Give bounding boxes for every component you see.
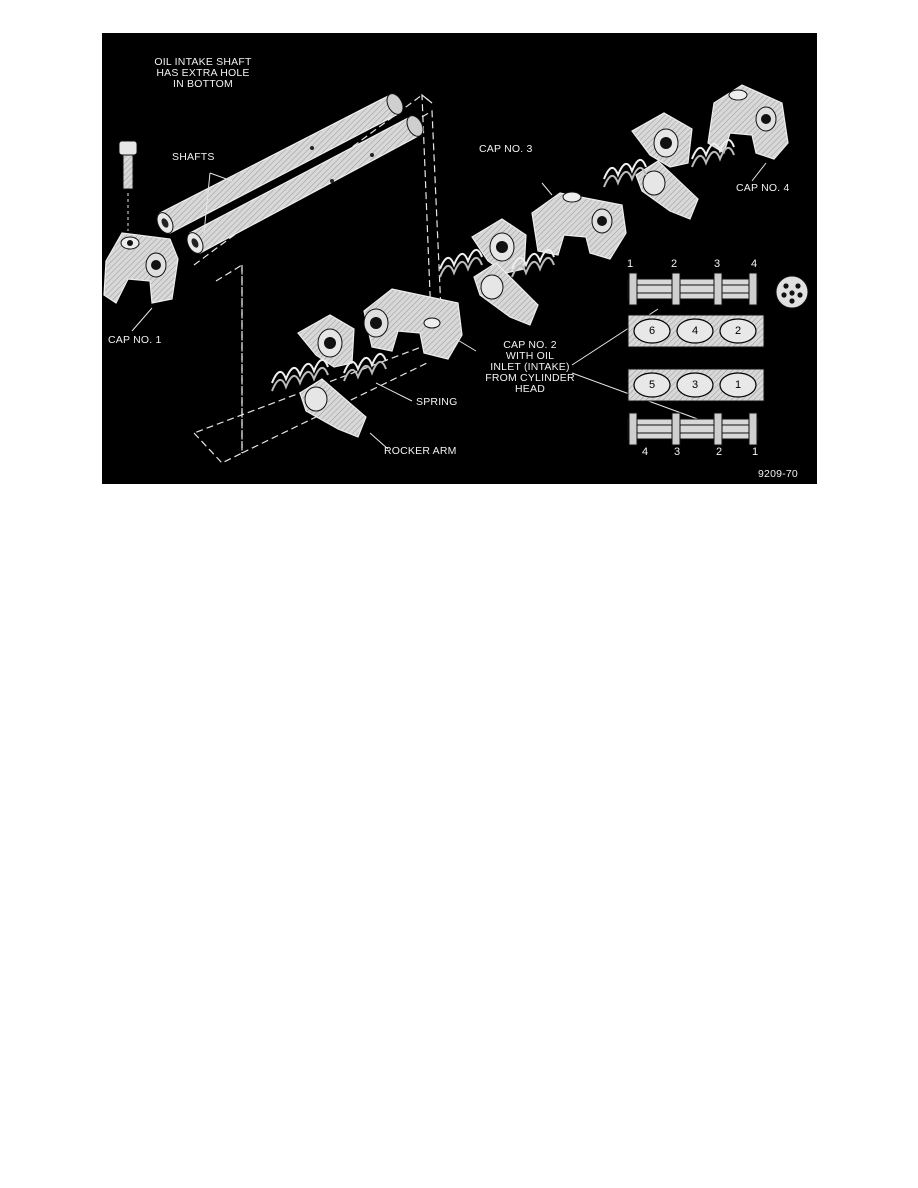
bottom-bank-plan (627, 368, 765, 446)
cylinder-3 (676, 372, 714, 398)
diagram-artwork: 6 4 2 5 3 1 (103, 84, 809, 464)
cylinder-1 (719, 372, 757, 398)
spring-label: SPRING (416, 396, 458, 408)
top-cap-number-3: 3 (714, 258, 721, 270)
cylinder-label-2: 2 (735, 325, 741, 337)
cap-bolt (118, 140, 138, 231)
cylinder-label-5: 5 (649, 379, 655, 391)
cap-no-2-label: CAP NO. 2 WITH OIL INLET (INTAKE) FROM C… (485, 339, 575, 395)
cap-no-2 (363, 288, 463, 360)
top-bank-plan (627, 272, 765, 348)
top-cap-number-4: 4 (751, 258, 758, 270)
bottom-cap-number-3: 3 (674, 446, 681, 458)
cap-no-1-label: CAP NO. 1 (108, 334, 162, 346)
cylinder-6 (633, 318, 671, 344)
cap-no-4 (707, 84, 789, 160)
bottom-cap-number-4: 4 (642, 446, 649, 458)
cylinder-label-6: 6 (649, 325, 655, 337)
cylinder-label-1: 1 (735, 379, 741, 391)
cap-no-3-label: CAP NO. 3 (479, 143, 533, 155)
bottom-cap-number-2: 2 (716, 446, 723, 458)
figure-id: 9209-70 (758, 468, 798, 480)
rocker-arm-label: ROCKER ARM (384, 445, 457, 457)
cylinder-label-4: 4 (692, 325, 698, 337)
cap-no-4-label: CAP NO. 4 (736, 182, 790, 194)
springs (271, 139, 735, 392)
shaft-end-view (775, 275, 809, 309)
rocker-shaft-diagram: 6 4 2 5 3 1 OIL INTAKE SHAFT HAS EXTRA H… (102, 33, 817, 484)
bottom-cap-number-1: 1 (752, 446, 759, 458)
cap-no-1 (103, 232, 179, 304)
rocker-shafts (156, 93, 424, 254)
cylinder-label-3: 3 (692, 379, 698, 391)
cylinder-2 (719, 318, 757, 344)
top-cap-number-1: 1 (627, 258, 634, 270)
oil-intake-shaft-label: OIL INTAKE SHAFT HAS EXTRA HOLE IN BOTTO… (154, 56, 252, 90)
cylinder-4 (676, 318, 714, 344)
top-cap-number-2: 2 (671, 258, 678, 270)
cap-no-3 (531, 191, 627, 260)
shafts-label: SHAFTS (172, 151, 215, 163)
rocker-arms (297, 112, 699, 438)
cylinder-5 (633, 372, 671, 398)
